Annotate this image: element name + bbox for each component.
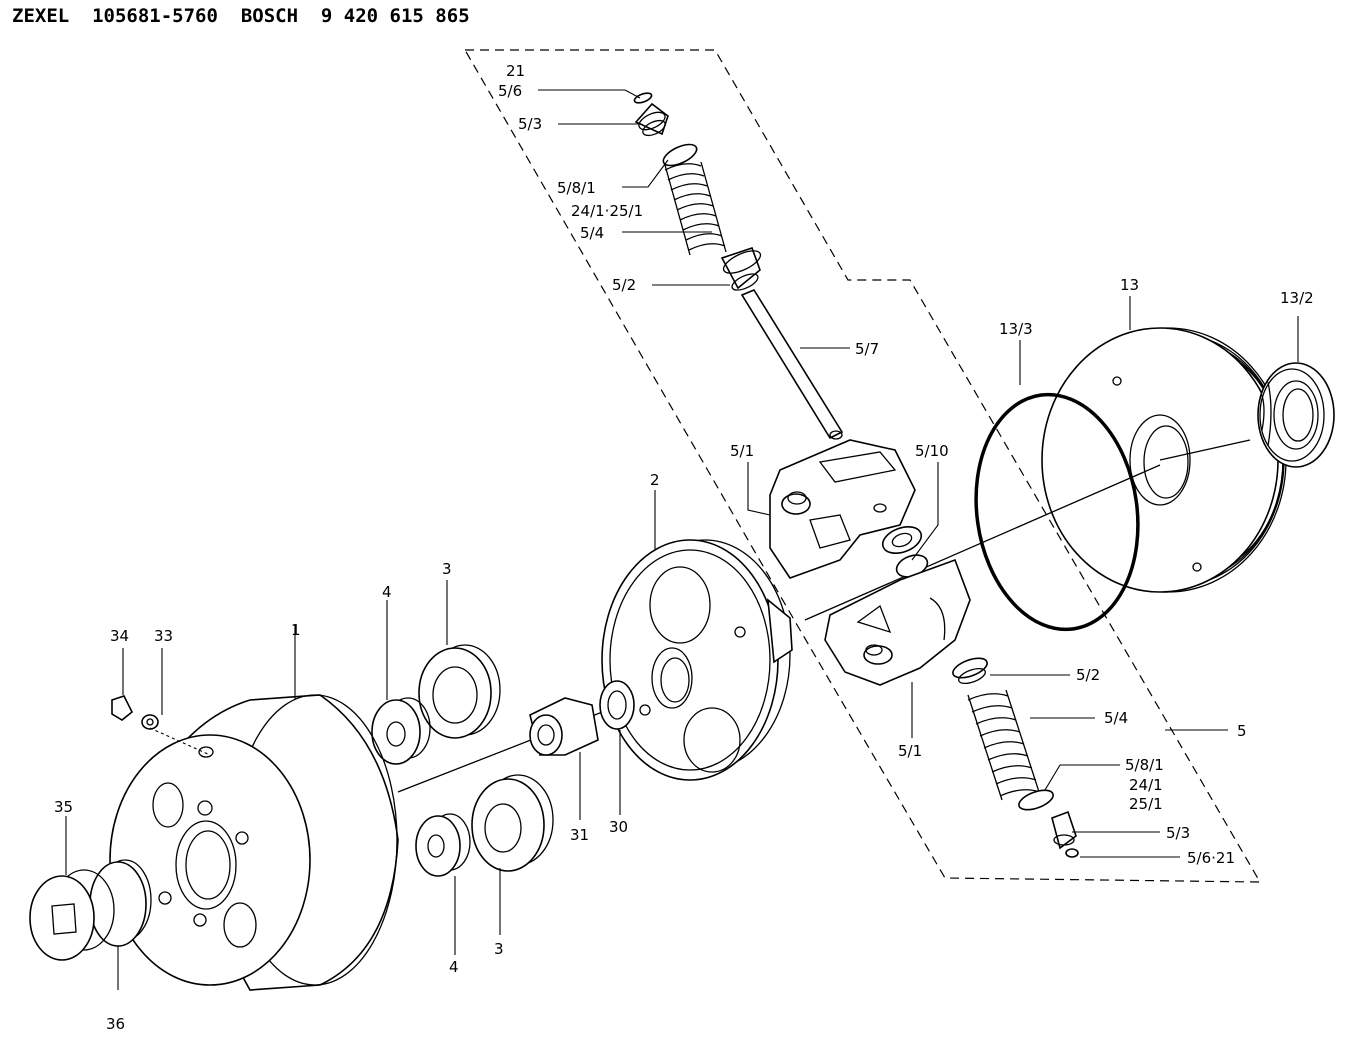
bearing-13-2 bbox=[1257, 362, 1335, 468]
label-1: 1 bbox=[291, 621, 301, 639]
label-5-6-21-bottom: 5/6·21 bbox=[1187, 849, 1235, 867]
label-5-1-bottom: 5/1 bbox=[898, 742, 922, 760]
piston-part-4-top bbox=[371, 697, 431, 765]
upper-valve-stack bbox=[633, 92, 844, 440]
maker-name: ZEXEL bbox=[12, 5, 70, 27]
label-34: 34 bbox=[110, 627, 129, 645]
label-36: 36 bbox=[106, 1015, 125, 1033]
label-35: 35 bbox=[54, 798, 73, 816]
label-13-3: 13/3 bbox=[999, 320, 1033, 338]
screw-part-34 bbox=[111, 695, 134, 721]
seal-part-3-top bbox=[418, 644, 501, 739]
label-30: 30 bbox=[609, 818, 628, 836]
label-5-4-top: 5/4 bbox=[580, 224, 604, 242]
label-4-bottom: 4 bbox=[449, 958, 459, 976]
label-24-1-bottom: 24/1 bbox=[1129, 776, 1163, 794]
plug-part-35 bbox=[29, 869, 115, 961]
label-5-2-top: 5/2 bbox=[612, 276, 636, 294]
cover-plate-13 bbox=[1041, 327, 1287, 593]
label-5-4-bottom: 5/4 bbox=[1104, 709, 1128, 727]
label-25-1-bottom: 25/1 bbox=[1129, 795, 1163, 813]
label-5-7: 5/7 bbox=[855, 340, 879, 358]
part-number: 105681-5760 bbox=[92, 5, 218, 27]
housing-part-1 bbox=[109, 694, 399, 991]
seal-part-3-bottom bbox=[471, 774, 554, 872]
label-5-3-bottom: 5/3 bbox=[1166, 824, 1190, 842]
label-5-3-top: 5/3 bbox=[518, 115, 542, 133]
o-ring-13-3 bbox=[974, 392, 1140, 632]
label-4-top: 4 bbox=[382, 583, 392, 601]
label-31: 31 bbox=[570, 826, 589, 844]
label-5-2-bottom: 5/2 bbox=[1076, 666, 1100, 684]
rocker-block-lower bbox=[824, 558, 971, 686]
leader-lines bbox=[65, 89, 1299, 990]
label-5-8-1-bottom: 5/8/1 bbox=[1125, 756, 1164, 774]
rocker-block-upper bbox=[769, 439, 916, 579]
label-2: 2 bbox=[650, 471, 660, 489]
label-33: 33 bbox=[154, 627, 173, 645]
drawing-header: ZEXEL 105681-5760 BOSCH 9 420 615 865 bbox=[12, 5, 470, 27]
label-5: 5 bbox=[1237, 722, 1247, 740]
label-24-25-top: 24/1·25/1 bbox=[571, 202, 643, 220]
piston-part-4-bottom bbox=[415, 813, 471, 877]
label-5-1-top: 5/1 bbox=[730, 442, 754, 460]
oem-name: BOSCH bbox=[240, 5, 299, 27]
label-13-2: 13/2 bbox=[1280, 289, 1314, 307]
label-5-8-1-top: 5/8/1 bbox=[557, 179, 596, 197]
part-labels: 21 5/6 5/3 5/8/1 24/1·25/1 5/4 5/2 5/7 5… bbox=[54, 62, 1314, 1033]
ring-part-30 bbox=[599, 680, 635, 730]
label-13: 13 bbox=[1120, 276, 1139, 294]
lower-valve-stack bbox=[952, 657, 1079, 858]
label-5-10: 5/10 bbox=[915, 442, 949, 460]
label-3-bottom: 3 bbox=[494, 940, 504, 958]
washer-part-33 bbox=[141, 714, 159, 730]
washer-5-10 bbox=[881, 526, 929, 578]
label-5-6-top: 5/6 bbox=[498, 82, 522, 100]
disc-part-2 bbox=[601, 539, 793, 781]
label-21: 21 bbox=[506, 62, 525, 80]
sleeve-part-31 bbox=[529, 697, 599, 756]
oem-number: 9 420 615 865 bbox=[320, 5, 470, 27]
label-3-top: 3 bbox=[442, 560, 452, 578]
